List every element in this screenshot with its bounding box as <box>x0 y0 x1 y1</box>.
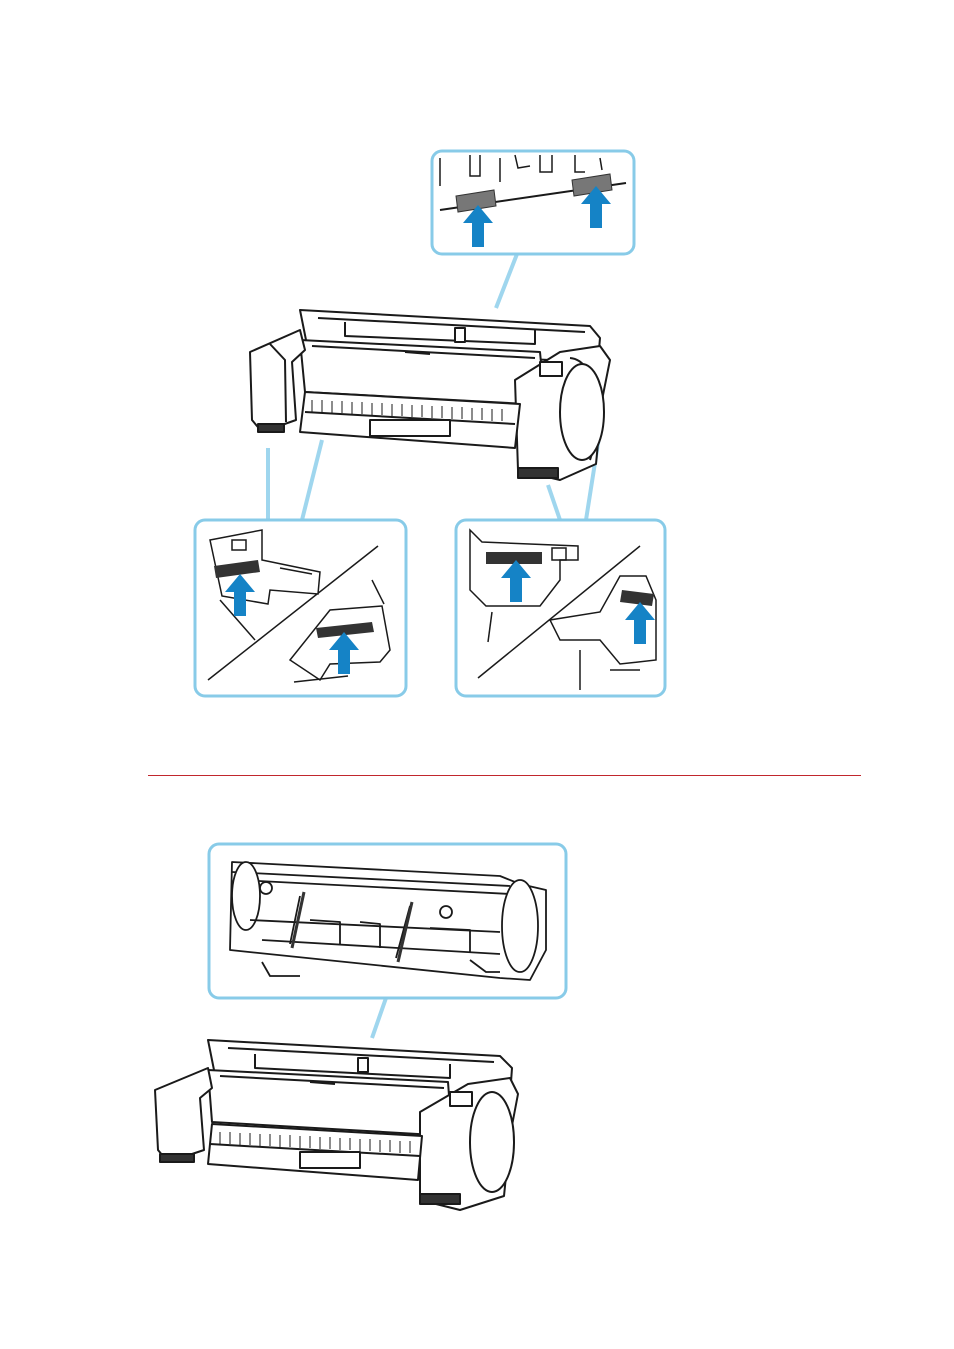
left-stoppers-callout <box>195 520 406 696</box>
printer-figure-top <box>0 0 954 770</box>
right-stoppers-callout <box>456 520 665 696</box>
section-divider <box>148 775 861 776</box>
large-format-printer-illustration <box>155 1040 518 1210</box>
rear-stoppers-callout <box>432 151 634 254</box>
large-format-printer-illustration <box>250 310 610 480</box>
callout-connector <box>372 998 386 1038</box>
printer-figure-bottom <box>0 830 954 1250</box>
interior-callout <box>209 844 566 998</box>
